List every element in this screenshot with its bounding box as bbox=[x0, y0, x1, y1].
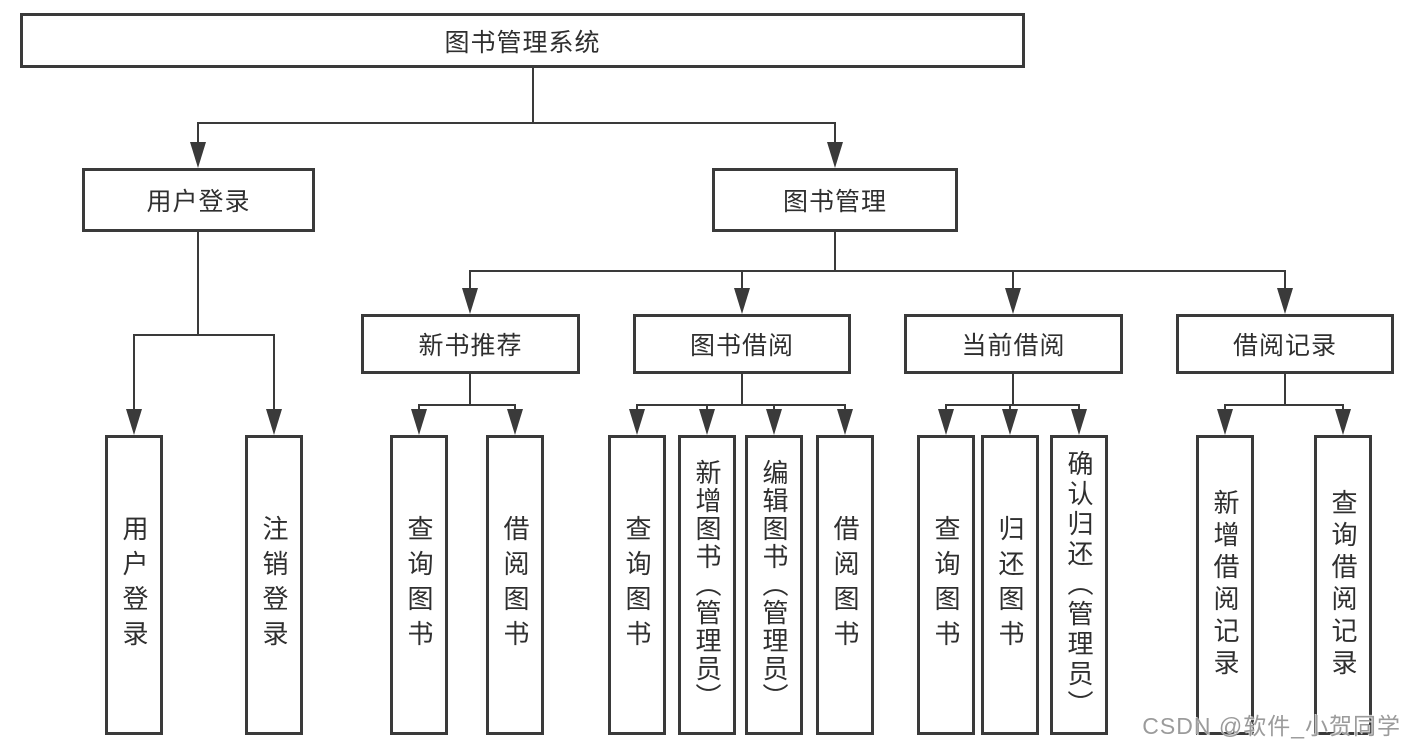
arrowhead-book-mgmt bbox=[827, 142, 843, 168]
arrowhead-g2-edit bbox=[766, 409, 782, 435]
arrowhead-newbook bbox=[462, 288, 478, 314]
arrowhead-g1-borrow bbox=[507, 409, 523, 435]
arrowhead-g2-add bbox=[699, 409, 715, 435]
connector-root-stem bbox=[532, 68, 534, 123]
arrowhead-leaf-login bbox=[126, 409, 142, 435]
connector-g2-arrow3-stem bbox=[773, 404, 775, 410]
leaf-current-query-books: 查询图书 bbox=[917, 435, 975, 735]
connector-userlogin-hline bbox=[133, 334, 275, 336]
connector-g2-hline bbox=[636, 404, 846, 406]
arrowhead-borrowrecords bbox=[1277, 288, 1293, 314]
connector-arrow-stem-leaf-logout bbox=[273, 334, 275, 410]
connector-g3-arrow2-stem bbox=[1009, 404, 1011, 410]
node-book-management: 图书管理 bbox=[712, 168, 958, 232]
arrowhead-bookborrow bbox=[734, 288, 750, 314]
connector-g4-arrow1-stem bbox=[1224, 404, 1226, 410]
connector-g4-stem bbox=[1284, 374, 1286, 405]
connector-g1-hline bbox=[418, 404, 516, 406]
node-borrow-records: 借阅记录 bbox=[1176, 314, 1394, 374]
node-book-borrow: 图书借阅 bbox=[633, 314, 851, 374]
leaf-user-login: 用户登录 bbox=[105, 435, 163, 735]
arrowhead-g3-query bbox=[938, 409, 954, 435]
arrowhead-user-login bbox=[190, 142, 206, 168]
connector-g2-arrow4-stem bbox=[844, 404, 846, 410]
connector-g1-arrow2-stem bbox=[514, 404, 516, 410]
leaf-logout: 注销登录 bbox=[245, 435, 303, 735]
connector-g2-arrow1-stem bbox=[636, 404, 638, 410]
connector-arrow-stem-newbook bbox=[469, 270, 471, 289]
node-current-borrow: 当前借阅 bbox=[904, 314, 1123, 374]
arrowhead-g3-return bbox=[1002, 409, 1018, 435]
arrowhead-currentborrow bbox=[1005, 288, 1021, 314]
connector-arrow-stem-bookborrow bbox=[741, 270, 743, 289]
leaf-newbook-query-books: 查询图书 bbox=[390, 435, 448, 735]
connector-bookmgmt-hline bbox=[469, 270, 1286, 272]
arrowhead-g4-add bbox=[1217, 409, 1233, 435]
connector-g3-stem bbox=[1012, 374, 1014, 405]
arrowhead-g3-confirm bbox=[1071, 409, 1087, 435]
connector-g4-hline bbox=[1224, 404, 1344, 406]
connector-arrow-stem-borrowrecords bbox=[1284, 270, 1286, 289]
leaf-confirm-return-admin: 确认归还（管理员） bbox=[1050, 435, 1108, 735]
arrowhead-g1-query bbox=[411, 409, 427, 435]
leaf-add-book-admin: 新增图书（管理员） bbox=[678, 435, 736, 735]
connector-g1-arrow1-stem bbox=[418, 404, 420, 410]
leaf-borrow-borrow-books: 借阅图书 bbox=[816, 435, 874, 735]
connector-arrow-stem-book-mgmt bbox=[834, 122, 836, 143]
connector-arrow-stem-user-login bbox=[197, 122, 199, 143]
node-user-login: 用户登录 bbox=[82, 168, 315, 232]
arrowhead-g2-borrow bbox=[837, 409, 853, 435]
connector-g3-arrow1-stem bbox=[945, 404, 947, 410]
connector-root-hline bbox=[197, 122, 836, 124]
connector-g3-arrow3-stem bbox=[1078, 404, 1080, 410]
node-root: 图书管理系统 bbox=[20, 13, 1025, 68]
connector-g1-stem bbox=[469, 374, 471, 405]
leaf-borrow-query-books: 查询图书 bbox=[608, 435, 666, 735]
leaf-add-borrow-record: 新增借阅记录 bbox=[1196, 435, 1254, 735]
arrowhead-g2-query bbox=[629, 409, 645, 435]
connector-g4-arrow2-stem bbox=[1342, 404, 1344, 410]
connector-arrow-stem-currentborrow bbox=[1012, 270, 1014, 289]
connector-userlogin-stem bbox=[197, 232, 199, 335]
leaf-return-books: 归还图书 bbox=[981, 435, 1039, 735]
connector-arrow-stem-leaf-login bbox=[133, 334, 135, 410]
watermark: CSDN @软件_小贺同学 bbox=[1142, 713, 1401, 739]
leaf-query-borrow-record: 查询借阅记录 bbox=[1314, 435, 1372, 735]
arrowhead-g4-query bbox=[1335, 409, 1351, 435]
connector-bookmgmt-stem bbox=[834, 232, 836, 271]
leaf-edit-book-admin: 编辑图书（管理员） bbox=[745, 435, 803, 735]
connector-g2-arrow2-stem bbox=[706, 404, 708, 410]
arrowhead-leaf-logout bbox=[266, 409, 282, 435]
connector-g2-stem bbox=[741, 374, 743, 405]
node-new-book-recommend: 新书推荐 bbox=[361, 314, 580, 374]
leaf-newbook-borrow-books: 借阅图书 bbox=[486, 435, 544, 735]
connector-g3-hline bbox=[945, 404, 1080, 406]
